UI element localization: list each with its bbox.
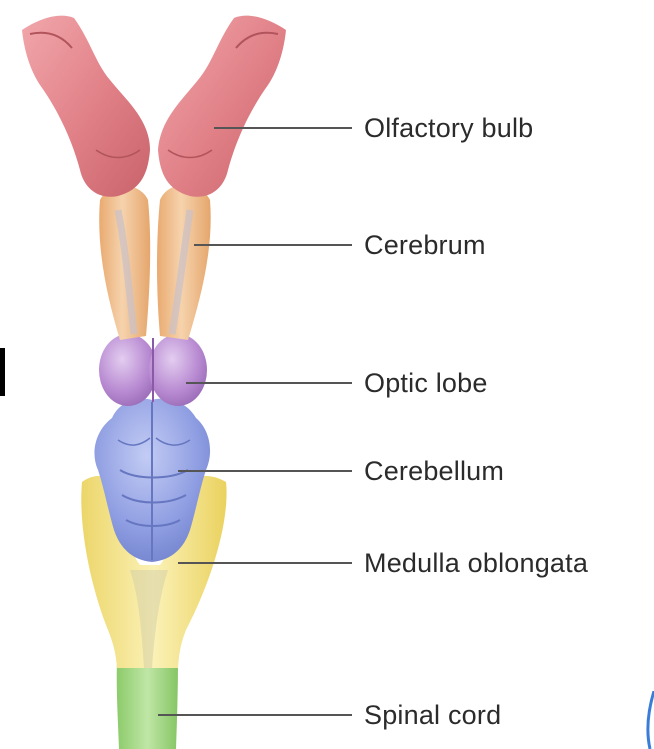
label-medulla-oblongata: Medulla oblongata bbox=[364, 550, 588, 577]
cerebrum-shape bbox=[99, 185, 210, 340]
label-olfactory-bulb: Olfactory bulb bbox=[364, 115, 533, 142]
label-spinal-cord: Spinal cord bbox=[364, 702, 501, 729]
label-optic-lobe: Optic lobe bbox=[364, 370, 488, 397]
label-cerebrum: Cerebrum bbox=[364, 232, 486, 259]
left-edge-marker bbox=[0, 348, 5, 396]
right-edge-arc bbox=[644, 691, 654, 749]
label-cerebellum: Cerebellum bbox=[364, 458, 504, 485]
spinal-cord-shape bbox=[117, 660, 178, 749]
olfactory-bulb-shape bbox=[22, 16, 286, 197]
optic-lobe-shape bbox=[99, 334, 207, 406]
